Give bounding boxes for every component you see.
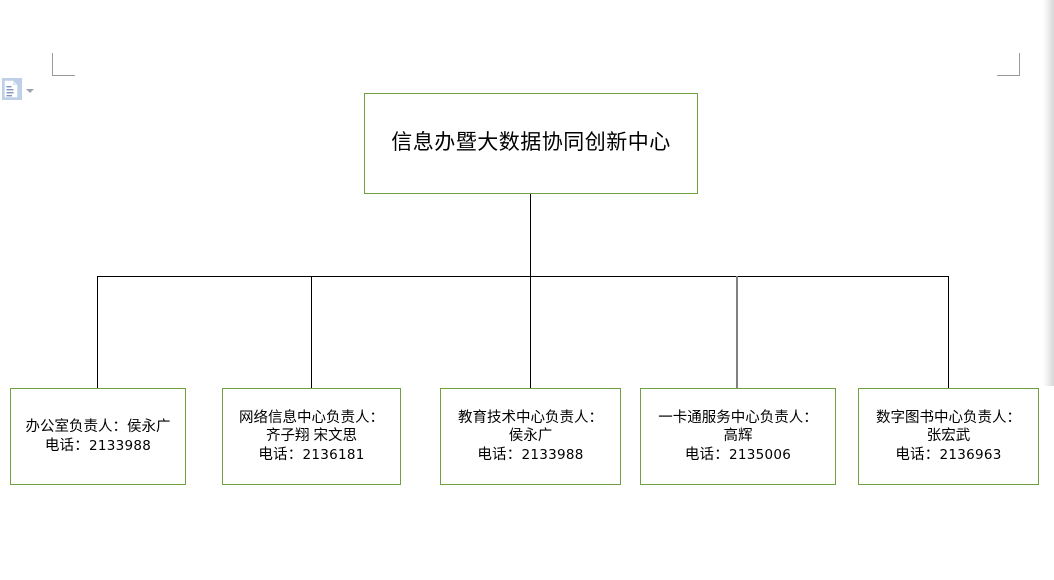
org-node-office-phone-number: 2133988 <box>88 437 152 454</box>
org-node-network-phone-label: 电话： <box>258 446 303 463</box>
org-node-office-phone-label: 电话： <box>44 437 89 454</box>
org-node-card-phone: 电话：2135006 <box>685 446 791 465</box>
org-node-root[interactable]: 信息办暨大数据协同创新中心 <box>364 93 698 194</box>
connector-drop-network <box>311 276 312 388</box>
org-node-card-unit: 一卡通服务中心负责人： <box>658 409 818 426</box>
connector-drop-card <box>736 276 738 388</box>
org-node-card-phone-label: 电话： <box>684 446 729 463</box>
org-node-library-unit: 数字图书中心负责人： <box>876 409 1021 426</box>
org-node-office-unit: 办公室负责人：侯永广 <box>25 418 171 435</box>
page-corner-mark-top-right <box>997 53 1020 76</box>
org-node-network-phone-number: 2136181 <box>302 446 365 463</box>
org-node-card-name: 高辉 <box>723 428 753 445</box>
org-node-office-phone: 电话：2133988 <box>45 437 151 456</box>
org-node-network-unit: 网络信息中心负责人： <box>239 409 384 426</box>
org-node-edutech-phone-label: 电话： <box>477 446 522 463</box>
connector-horizontal-bus <box>97 276 949 277</box>
paste-options-icon[interactable] <box>2 78 22 100</box>
connector-root-stem <box>530 194 531 276</box>
connector-drop-office <box>97 276 98 388</box>
org-node-card[interactable]: 一卡通服务中心负责人： 高辉 电话：2135006 <box>640 388 836 485</box>
org-node-library-phone-number: 2136963 <box>939 446 1002 463</box>
org-node-library[interactable]: 数字图书中心负责人： 张宏武 电话：2136963 <box>858 388 1039 485</box>
paste-options-smart-tag[interactable] <box>2 78 34 100</box>
org-node-edutech-unit: 教育技术中心负责人： <box>458 409 603 426</box>
page-corner-mark-top-left <box>52 53 75 76</box>
org-node-office[interactable]: 办公室负责人：侯永广 电话：2133988 <box>10 388 186 485</box>
org-node-card-phone-number: 2135006 <box>728 446 792 463</box>
org-node-library-name: 张宏武 <box>926 428 971 445</box>
org-node-network-name: 齐子翔 宋文思 <box>265 428 358 445</box>
org-node-edutech-phone: 电话：2133988 <box>477 446 583 465</box>
connector-drop-edutech <box>530 276 531 388</box>
connector-drop-library <box>948 276 949 388</box>
org-node-edutech-name: 侯永广 <box>508 428 553 445</box>
org-node-network-phone: 电话：2136181 <box>258 446 364 465</box>
org-node-library-phone: 电话：2136963 <box>895 446 1001 465</box>
page-edge-shadow <box>1043 0 1054 386</box>
chevron-down-icon[interactable] <box>26 88 34 93</box>
org-node-root-label: 信息办暨大数据协同创新中心 <box>391 131 671 155</box>
org-node-edutech[interactable]: 教育技术中心负责人： 侯永广 电话：2133988 <box>440 388 621 485</box>
org-node-edutech-phone-number: 2133988 <box>521 446 584 463</box>
org-node-network[interactable]: 网络信息中心负责人： 齐子翔 宋文思 电话：2136181 <box>222 388 401 485</box>
org-node-library-phone-label: 电话： <box>895 446 940 463</box>
